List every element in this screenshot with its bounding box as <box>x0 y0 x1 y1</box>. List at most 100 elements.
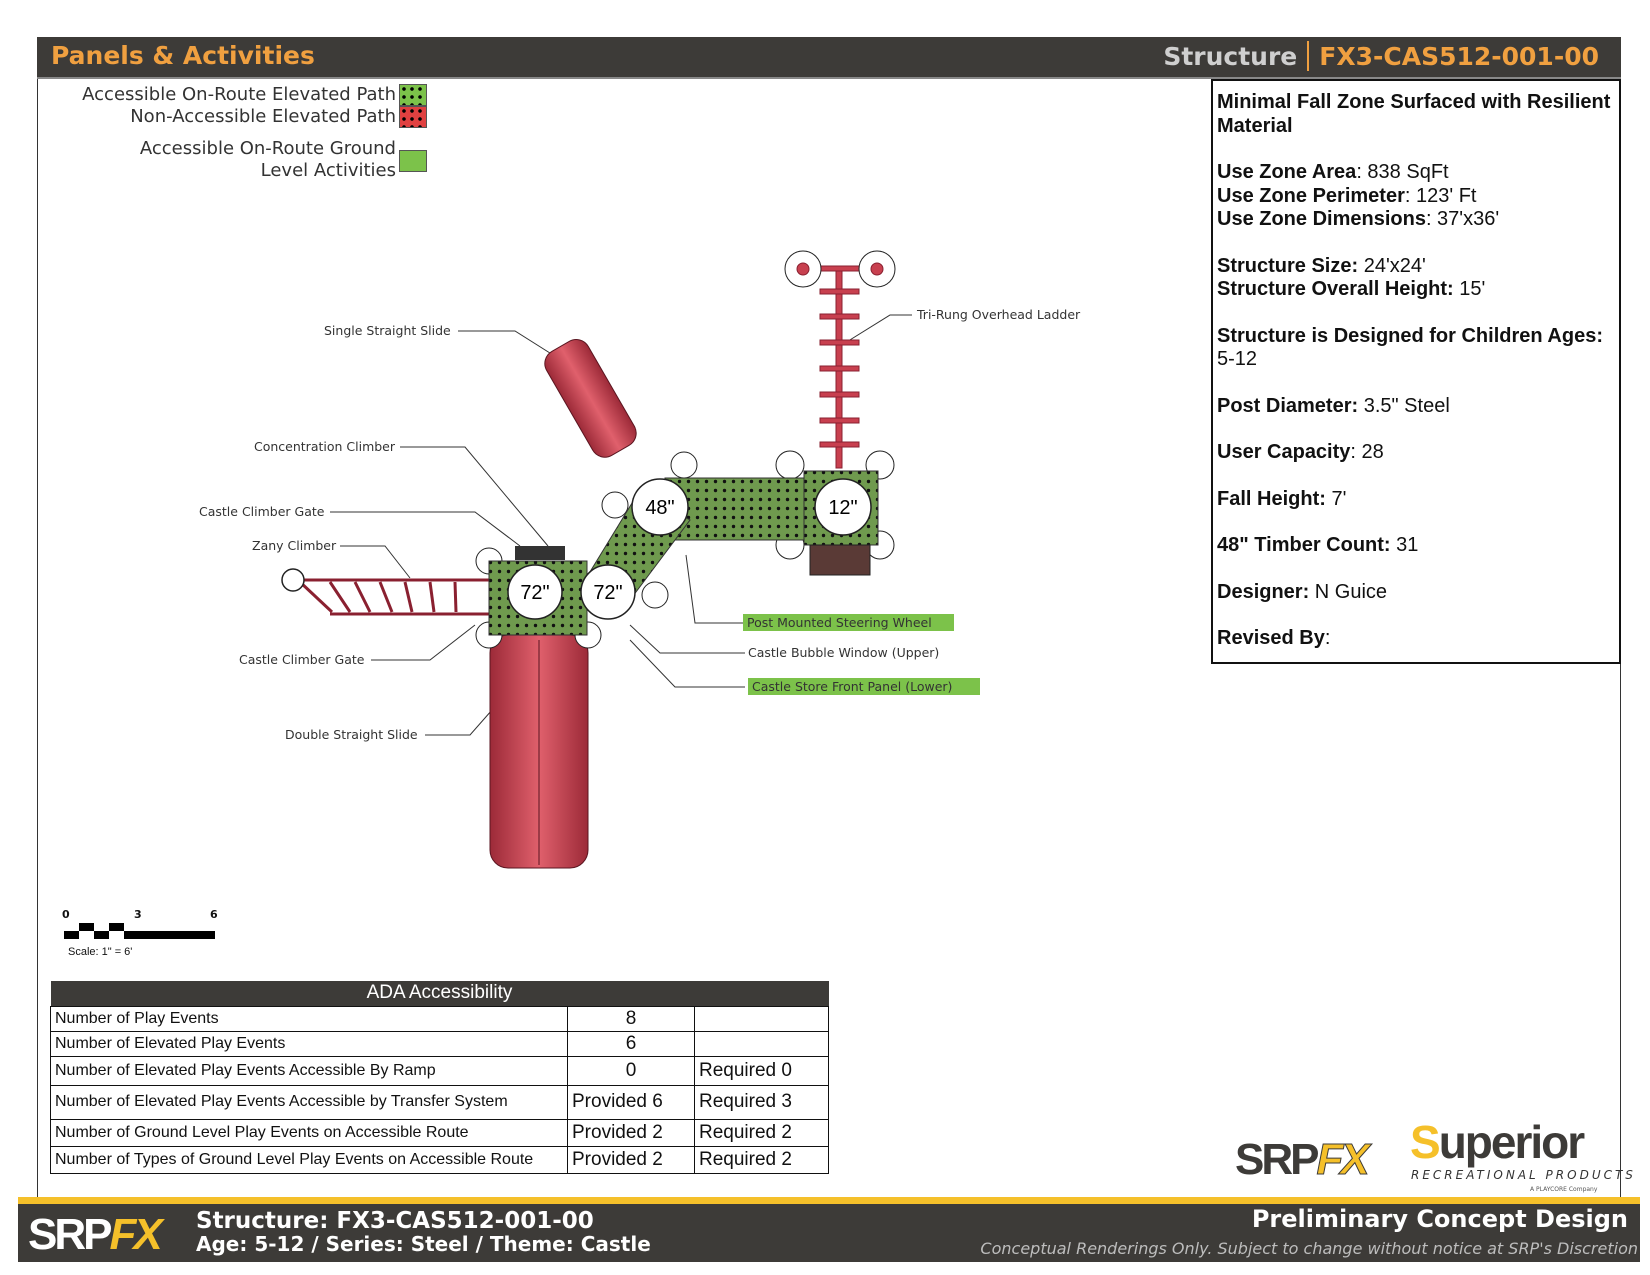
table-row: Number of Elevated Play Events Accessibl… <box>50 1055 829 1086</box>
callout-double-straight-slide: Double Straight Slide <box>285 727 418 742</box>
info-group: Fall Height: 7' <box>1217 488 1615 512</box>
footer-accent <box>18 1197 1640 1204</box>
footer-structure: Structure: FX3-CAS512-001-00 <box>196 1208 594 1234</box>
scale-tick-3: 3 <box>134 908 142 921</box>
table-row: Number of Ground Level Play Events on Ac… <box>50 1118 829 1147</box>
legend-swatch-green-dotted <box>399 84 427 106</box>
superior-subtitle: RECREATIONAL PRODUCTS <box>1411 1168 1636 1182</box>
srpfx-logo: SRPFX <box>1235 1135 1370 1185</box>
legend-swatch-green-solid <box>399 150 427 172</box>
divider <box>1307 41 1310 71</box>
info-row: 48" Timber Count: 31 <box>1217 534 1615 558</box>
info-value: 15' <box>1453 278 1486 300</box>
page-title: Panels & Activities <box>51 41 315 70</box>
callout-castle-bubble-window: Castle Bubble Window (Upper) <box>748 645 940 660</box>
event-label: Number of Play Events <box>50 1005 568 1032</box>
deck-height-72a: 72" <box>520 582 549 604</box>
double-straight-slide <box>489 634 589 869</box>
required-value: Required 2 <box>694 1145 829 1174</box>
info-key: Use Zone Perimeter <box>1217 184 1405 207</box>
info-value: 3.5" Steel <box>1358 394 1450 417</box>
provided-value: 8 <box>567 1005 695 1032</box>
info-key: Use Zone Area <box>1217 161 1357 183</box>
info-row: Fall Height: 7' <box>1217 488 1615 512</box>
info-value: : 37'x36' <box>1425 208 1500 230</box>
footer-title: Preliminary Concept Design <box>1251 1205 1628 1233</box>
scale-tick-0: 0 <box>62 908 70 921</box>
info-value: 24'x24' <box>1358 254 1426 277</box>
castle-store-front <box>809 544 871 576</box>
deck-height-48: 48" <box>645 497 674 519</box>
event-label: Number of Elevated Play Events Accessibl… <box>50 1084 568 1120</box>
info-key: Structure Overall Height: <box>1217 278 1454 300</box>
info-row: Structure Size: 24'x24' <box>1217 255 1615 279</box>
legend-swatch-red-dotted <box>399 106 427 128</box>
footer-srpfx-logo: SRPFX <box>28 1210 163 1259</box>
callout-castle-store-front-panel: Castle Store Front Panel (Lower) <box>748 678 980 695</box>
provided-value: Provided 2 <box>567 1145 695 1174</box>
info-key: Fall Height: <box>1217 487 1326 510</box>
info-row: Structure Overall Height: 15' <box>1217 278 1615 302</box>
callout-zany-climber: Zany Climber <box>252 538 337 553</box>
info-group: Revised By: <box>1217 627 1615 651</box>
provided-value: Provided 2 <box>567 1118 695 1147</box>
info-key: Post Diameter: <box>1217 394 1359 417</box>
info-value: : 838 SqFt <box>1356 161 1449 183</box>
info-value: N Guice <box>1309 580 1388 603</box>
playcore-mark: A PLAYCORE Company <box>1530 1186 1598 1193</box>
castle-climber-gate <box>515 546 565 560</box>
legend-ground-level: Accessible On-Route Ground Level Activit… <box>139 138 396 181</box>
structure-id: Structure FX3-CAS512-001-00 <box>1163 41 1599 71</box>
legend-accessible-elevated: Accessible On-Route Elevated Path <box>82 84 396 105</box>
deck-height-72b: 72" <box>593 582 622 604</box>
footer-bar: SRPFX Structure: FX3-CAS512-001-00 Age: … <box>18 1204 1640 1262</box>
superior-logo: Superior <box>1410 1116 1585 1168</box>
info-key: Use Zone Dimensions <box>1217 208 1426 230</box>
info-key: Structure is Designed for Children Ages: <box>1217 324 1603 347</box>
info-value: 7' <box>1325 487 1347 510</box>
single-straight-slide <box>544 339 637 458</box>
info-key: 48" Timber Count: <box>1217 534 1391 556</box>
info-row: Use Zone Dimensions: 37'x36' <box>1217 208 1615 232</box>
deck-height-12: 12" <box>828 497 857 519</box>
info-row: User Capacity: 28 <box>1217 441 1615 465</box>
info-value: : 28 <box>1350 441 1384 463</box>
footer-details: Age: 5-12 / Series: Steel / Theme: Castl… <box>196 1232 651 1256</box>
provided-value: 0 <box>567 1055 695 1086</box>
callout-concentration-climber: Concentration Climber <box>254 439 396 454</box>
info-row: Post Diameter: 3.5" Steel <box>1217 395 1615 419</box>
info-group: Structure Size: 24'x24'Structure Overall… <box>1217 255 1615 302</box>
event-label: Number of Elevated Play Events Accessibl… <box>50 1055 568 1086</box>
callout-single-straight-slide: Single Straight Slide <box>324 323 451 338</box>
info-key: Designer: <box>1217 580 1310 603</box>
callout-post-mounted-steering-wheel: Post Mounted Steering Wheel <box>743 614 954 631</box>
info-group: 48" Timber Count: 31 <box>1217 534 1615 558</box>
table-row: Number of Elevated Play Events Accessibl… <box>50 1084 829 1120</box>
event-label: Number of Ground Level Play Events on Ac… <box>50 1118 568 1147</box>
structure-code: FX3-CAS512-001-00 <box>1319 41 1599 71</box>
header-bar: Panels & Activities Structure FX3-CAS512… <box>37 37 1621 79</box>
table-row: Number of Types of Ground Level Play Eve… <box>50 1145 829 1174</box>
required-value <box>694 1030 829 1057</box>
info-value: : <box>1324 627 1331 649</box>
info-value: 31 <box>1390 534 1419 556</box>
info-row: Structure is Designed for Children Ages:… <box>1217 325 1615 372</box>
info-key: Structure Size: <box>1217 254 1359 277</box>
scale-tick-6: 6 <box>210 908 218 921</box>
event-label: Number of Types of Ground Level Play Eve… <box>50 1145 568 1174</box>
fall-zone-note: Minimal Fall Zone Surfaced with Resilien… <box>1217 91 1611 137</box>
required-value: Required 3 <box>694 1084 829 1120</box>
info-row: Revised By: <box>1217 627 1615 651</box>
required-value: Required 0 <box>694 1055 829 1086</box>
required-value: Required 2 <box>694 1118 829 1147</box>
event-label: Number of Elevated Play Events <box>50 1030 568 1057</box>
info-value: : 123' Ft <box>1404 184 1477 207</box>
callout-castle-climber-gate-2: Castle Climber Gate <box>239 652 365 667</box>
info-row: Use Zone Area: 838 SqFt <box>1217 161 1615 185</box>
callout-castle-climber-gate: Castle Climber Gate <box>199 504 325 519</box>
ada-title: ADA Accessibility <box>50 981 829 1006</box>
info-group: Post Diameter: 3.5" Steel <box>1217 395 1615 419</box>
